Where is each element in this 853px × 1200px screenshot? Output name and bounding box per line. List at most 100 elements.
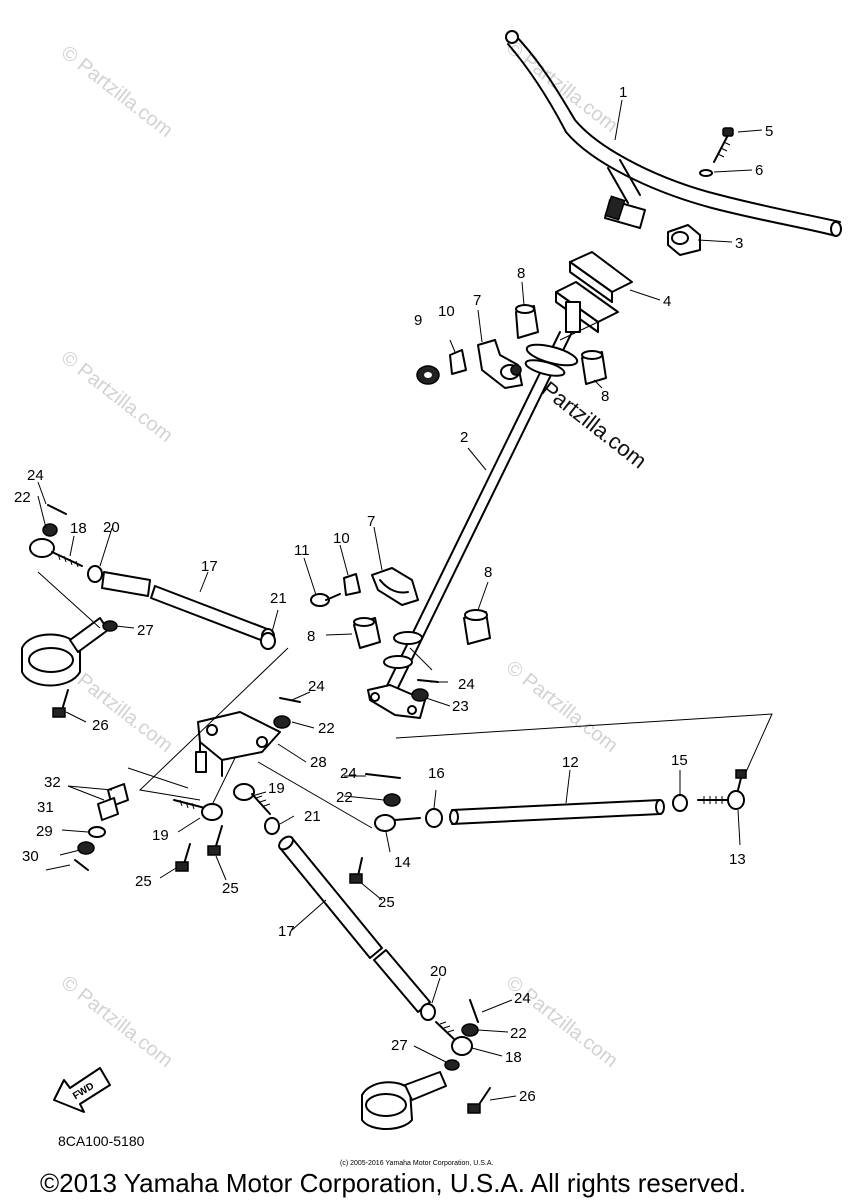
tie-rod-end-14	[374, 814, 421, 832]
callout-18-a: 18	[70, 520, 87, 537]
callout-25-c: 25	[378, 894, 395, 911]
collar-8-upper-right	[581, 350, 607, 385]
bushing-32	[97, 783, 129, 821]
bolt-5	[713, 127, 734, 163]
callout-20-b: 20	[430, 963, 447, 980]
diagram-code: 8CA100-5180	[58, 1133, 145, 1149]
holder-7-upper	[477, 339, 523, 389]
callout-8-c: 8	[484, 564, 492, 581]
watermark-3: © Partzilla.com	[57, 347, 177, 447]
callout-29: 29	[36, 823, 53, 840]
callouts: 1 5 6 3 4 8 7 10 9 8 2 24 22 18 20 7 10 …	[14, 84, 773, 1105]
nut-21-center	[264, 817, 280, 835]
copyright-notice: ©2013 Yamaha Motor Corporation, U.S.A. A…	[40, 1168, 747, 1198]
callout-6: 6	[755, 162, 763, 179]
washer-6	[699, 169, 713, 177]
callout-17-a: 17	[201, 558, 218, 575]
callout-24-d: 24	[340, 765, 357, 782]
watermark-1: © Partzilla.com	[57, 42, 177, 142]
bolt-25-left	[175, 843, 191, 872]
collar-8-upper-left	[515, 304, 539, 339]
callout-27-a: 27	[137, 622, 154, 639]
collar-8-lower-right	[463, 609, 491, 645]
callout-4: 4	[663, 293, 671, 310]
washer-31	[88, 826, 106, 838]
clamp-cap-3	[667, 224, 701, 256]
cotter-pin-24-center	[279, 697, 301, 703]
callout-7-b: 7	[367, 513, 375, 530]
tie-rod-end-18-upper	[29, 538, 83, 568]
nut-22-upper-left	[42, 523, 58, 537]
callout-10-a: 10	[438, 303, 455, 320]
callout-25-a: 25	[135, 873, 152, 890]
callout-1: 1	[619, 84, 627, 101]
callout-23: 23	[452, 698, 469, 715]
nut-21-upper	[260, 632, 276, 650]
callout-28: 28	[310, 754, 327, 771]
nut-27-lower	[444, 1059, 460, 1071]
watermark-2: © Partzilla.com	[502, 37, 622, 137]
pitman-arm-28	[195, 711, 281, 777]
tie-rod-end-19-left	[173, 799, 223, 821]
callout-26-a: 26	[92, 717, 109, 734]
callout-7-a: 7	[473, 292, 481, 309]
tie-rod-17-upper	[101, 571, 275, 644]
watermark-4: © Partzilla.com	[502, 657, 622, 757]
bolt-11	[310, 593, 341, 607]
tie-rod-end-13	[697, 769, 747, 810]
steering-column-2	[367, 331, 579, 719]
callout-8-b: 8	[601, 388, 609, 405]
bolt-26-lower	[467, 1087, 491, 1114]
cotter-pin-24-right	[365, 773, 401, 779]
callout-30: 30	[22, 848, 39, 865]
tie-rod-end-18-lower	[435, 1021, 473, 1056]
callout-27-b: 27	[391, 1037, 408, 1054]
callout-13: 13	[729, 851, 746, 868]
nut-22-lower	[461, 1023, 479, 1037]
callout-16: 16	[428, 765, 445, 782]
callout-10-b: 10	[333, 530, 350, 547]
callout-31: 31	[37, 799, 54, 816]
handlebar	[505, 30, 842, 237]
callout-8-a: 8	[517, 265, 525, 282]
nut-16	[425, 808, 443, 828]
callout-25-b: 25	[222, 880, 239, 897]
callout-11: 11	[294, 542, 310, 559]
cotter-pin-30	[74, 859, 89, 871]
assembly-lines	[37, 321, 773, 829]
nut-20-upper	[87, 565, 103, 583]
knuckle-lower	[361, 1071, 447, 1130]
watermark-5: © Partzilla.com	[57, 972, 177, 1072]
callout-21-b: 21	[304, 808, 321, 825]
callout-32: 32	[44, 774, 61, 791]
tie-rod-17-lower	[278, 835, 431, 1013]
nut-22-right	[383, 793, 401, 807]
callout-14: 14	[394, 854, 411, 871]
callout-22-c: 22	[336, 789, 353, 806]
callout-22-d: 22	[510, 1025, 527, 1042]
lock-washer-10-lower	[343, 573, 361, 596]
collar-8-lower-left	[353, 617, 381, 649]
callout-26-b: 26	[519, 1088, 536, 1105]
callout-9: 9	[414, 312, 422, 329]
callout-21-a: 21	[270, 590, 287, 607]
callout-18-b: 18	[505, 1049, 522, 1066]
tie-rod-end-19-right	[233, 783, 271, 815]
nut-9	[416, 365, 440, 385]
leaders	[37, 99, 763, 1101]
callout-12: 12	[562, 754, 579, 771]
bolt-26-upper	[52, 689, 69, 718]
cotter-pin-24-upper-left	[47, 504, 67, 515]
tie-rod-12	[449, 799, 665, 825]
callout-24-c: 24	[458, 676, 475, 693]
callout-19-a: 19	[152, 827, 169, 844]
nut-27-upper	[102, 620, 118, 632]
bolt-25-right	[349, 857, 363, 884]
lock-washer-10-upper	[449, 349, 467, 375]
nut-22-center	[273, 715, 291, 729]
handlebar-holder-4	[555, 251, 633, 333]
callout-3: 3	[735, 235, 743, 252]
callout-15: 15	[671, 752, 688, 769]
callout-2: 2	[460, 429, 468, 446]
callout-22-a: 22	[14, 489, 31, 506]
